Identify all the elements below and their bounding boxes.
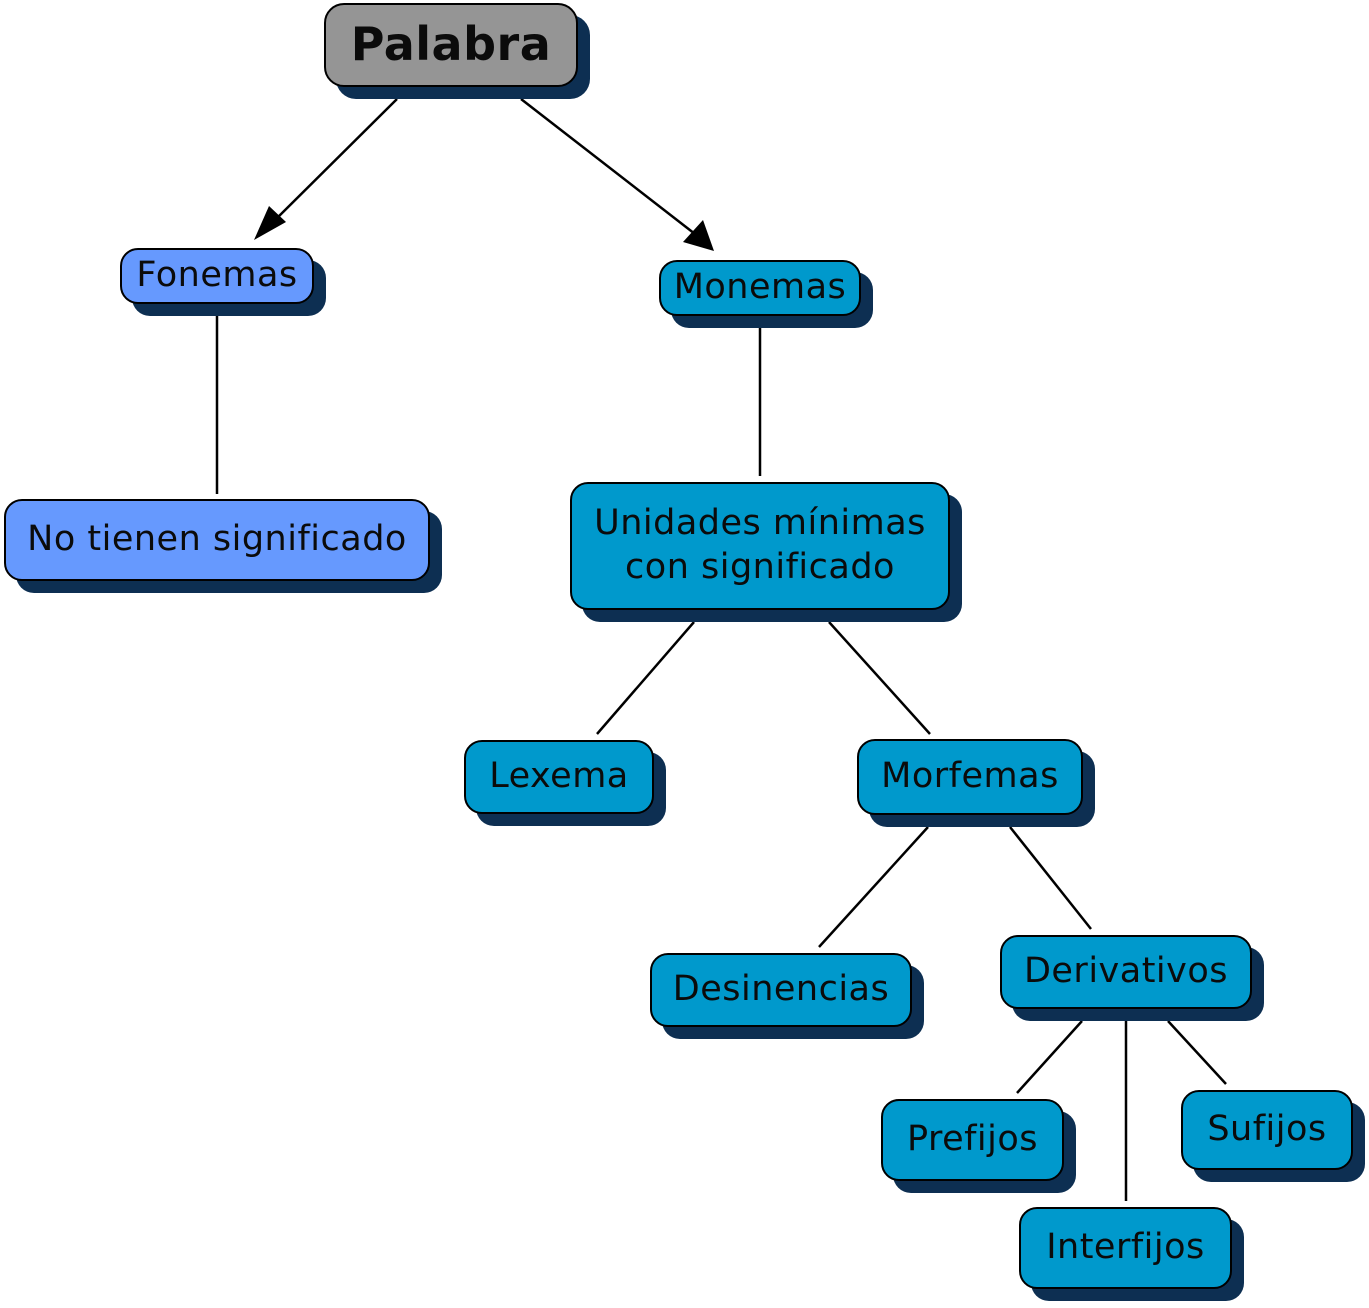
node-morfemas: Morfemas [857,739,1083,815]
node-fonemas-label: Fonemas [136,255,298,296]
node-morfemas-label: Morfemas [881,756,1059,797]
link-palabra-monemas [520,98,696,235]
link-morfemas-derivativos [1009,826,1092,930]
node-sufijos: Sufijos [1181,1090,1353,1170]
node-lexema-label: Lexema [489,756,629,797]
node-monemas: Monemas [659,260,861,316]
node-unidades-minimas: Unidades mínimas con significado [570,482,950,610]
node-interfijos-label: Interfijos [1046,1227,1205,1268]
node-derivativos-label: Derivativos [1023,951,1229,992]
link-unidades-lexema [596,621,695,735]
link-palabra-fonemas [269,98,398,226]
node-derivativos: Derivativos [1000,935,1252,1009]
link-unidades-morfemas [828,621,931,735]
node-desinencias-label: Desinencias [672,969,890,1010]
arrowhead-monemas [683,220,714,251]
node-interfijos: Interfijos [1019,1207,1232,1289]
node-palabra: Palabra [324,3,578,87]
link-derivativos-prefijos [1016,1020,1083,1094]
node-lexema: Lexema [464,740,654,814]
node-monemas-label: Monemas [673,267,847,308]
arrowhead-fonemas [254,206,286,240]
link-derivativos-sufijos [1167,1020,1227,1085]
node-fonemas: Fonemas [120,248,314,304]
node-sufijos-label: Sufijos [1207,1109,1327,1150]
node-unidades-minimas-label: Unidades mínimas con significado [594,503,926,587]
node-desinencias: Desinencias [650,953,912,1027]
link-morfemas-desinencias [818,826,929,948]
node-prefijos: Prefijos [881,1099,1064,1181]
node-palabra-label: Palabra [350,17,552,72]
node-prefijos-label: Prefijos [906,1119,1039,1160]
node-no-tienen-significado: No tienen significado [4,499,430,581]
node-no-tienen-significado-label: No tienen significado [27,519,407,560]
